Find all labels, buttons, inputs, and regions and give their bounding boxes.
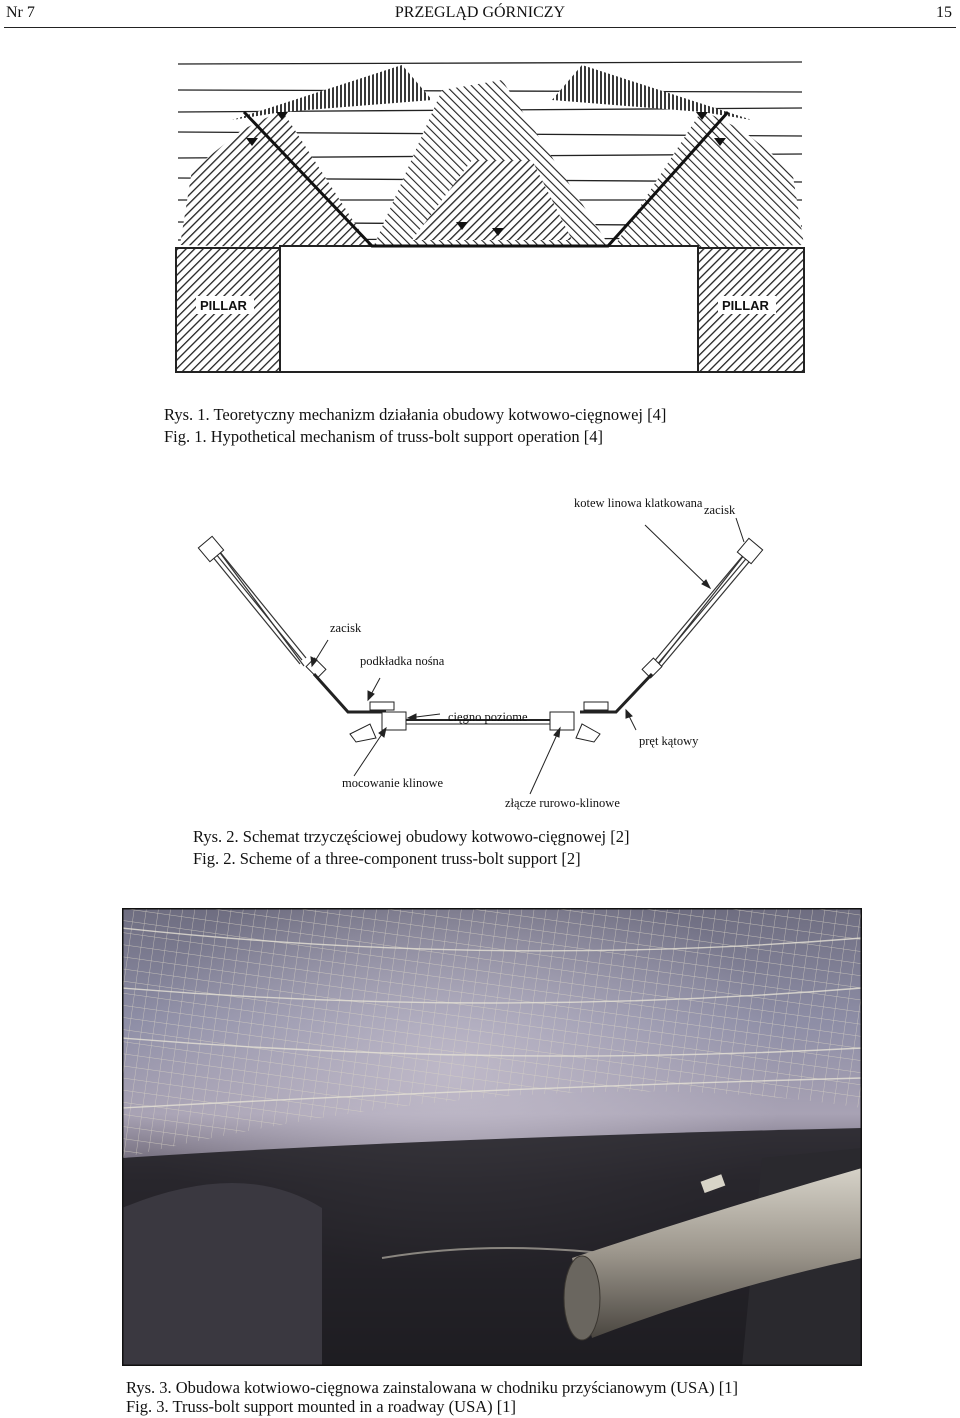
figure3-photo [122,908,862,1366]
left-bearing-plate [369,701,395,711]
figure2-caption-pl: Rys. 2. Schemat trzyczęściowej obudowy k… [193,827,630,846]
label-kotew: kotew linowa klatkowana [574,496,703,510]
left-angle-bar [312,672,386,714]
stress-zone-center-core [412,160,572,240]
journal-title: PRZEGLĄD GÓRNICZY [394,4,566,21]
left-wedge [349,723,377,743]
label-mocowanie: mocowanie klinowe [342,776,444,790]
roadway-opening [279,245,699,373]
header-rule [4,27,956,28]
right-wedge-coupler [549,711,575,731]
label-zacisk-left: zacisk [330,621,362,635]
label-zlacze: złącze rurowo-klinowe [505,796,620,810]
pillar-left-label: PILLAR [200,298,248,313]
pillar-right-label: PILLAR [722,298,770,313]
figure2-caption-en: Fig. 2. Scheme of a three-component trus… [193,849,581,868]
stress-zone-right [612,110,804,250]
arrow-markers [246,112,726,236]
left-cable-bolt [211,549,307,667]
figure3-caption-en: Fig. 3. Truss-bolt support mounted in a … [126,1397,517,1416]
label-zacisk-right: zacisk [704,503,736,517]
left-wedge-coupler [381,711,407,731]
right-clamp [641,657,663,679]
left-anchor-end [197,535,225,563]
ventilation-duct [572,1168,862,1338]
journal-issue: Nr 7 [6,4,35,21]
figure1-caption-pl: Rys. 1. Teoretyczny mechanizm działania … [164,405,667,424]
figure3-caption-pl: Rys. 3. Obudowa kotwiowo-cięgnowa zainst… [126,1378,738,1397]
right-anchor-end [736,537,764,565]
leader-lines [310,517,745,795]
pillar-right [697,247,805,373]
right-bearing-plate [583,701,609,711]
stress-zone-left-top [232,65,432,120]
figure1-caption-en: Fig. 1. Hypothetical mechanism of truss-… [164,427,604,446]
label-pret: pręt kątowy [639,734,699,748]
stress-zone-left [180,110,372,250]
figure1-drawing: PILLAR PILLAR [175,61,805,373]
truss-cable [242,110,730,248]
right-cable-bolt [651,549,755,671]
label-ciegno: cięgno poziome [448,710,528,724]
right-wedge [575,723,601,743]
left-clamp [305,657,327,679]
figure2-drawing [197,517,764,795]
stress-zone-right-top [552,65,752,120]
label-podkladka: podkładka nośna [360,654,445,668]
right-angle-bar [580,672,654,714]
page-number: 15 [936,4,952,21]
